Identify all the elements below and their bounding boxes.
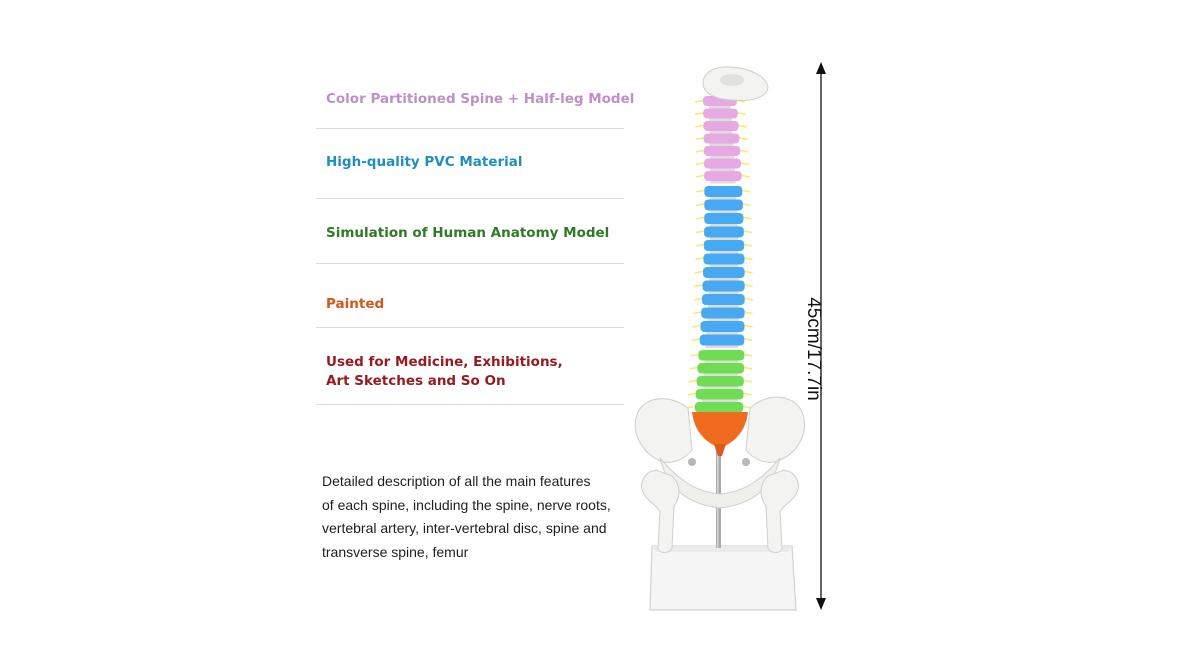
feature-uses-line-1: Used for Medicine, Exhibitions,: [326, 354, 563, 370]
thoracic-vertebra: [703, 253, 745, 265]
intervertebral-disc: [709, 156, 735, 159]
thoracic-vertebra: [704, 186, 743, 197]
feature-spine-model: Color Partitioned Spine + Half-leg Model: [326, 91, 635, 107]
thoracic-vertebra: [704, 199, 743, 211]
intervertebral-disc: [710, 210, 737, 213]
intervertebral-disc: [709, 278, 739, 281]
intervertebral-disc: [708, 106, 731, 109]
intervertebral-disc: [709, 264, 739, 267]
intervertebral-disc: [708, 291, 739, 294]
screw: [742, 458, 750, 466]
cervical-vertebra: [704, 171, 742, 181]
thoracic-vertebra: [699, 334, 745, 346]
skull-hole: [720, 74, 744, 86]
femur-right: [760, 469, 799, 553]
feature-uses-line-2: Art Sketches and So On: [326, 373, 506, 389]
dimension-label: 45cm/17.7in: [803, 297, 824, 401]
pelvic-ring: [659, 457, 781, 509]
lumbar-vertebra: [695, 389, 744, 400]
femur-left: [641, 469, 680, 553]
lumbar-vertebra: [697, 363, 745, 374]
lumbar-vertebra: [696, 376, 744, 387]
intervertebral-disc: [701, 399, 738, 402]
intervertebral-disc: [709, 251, 739, 254]
divider: [316, 404, 624, 405]
intervertebral-disc: [707, 318, 739, 321]
lumbar-vertebra: [694, 402, 744, 413]
intervertebral-disc: [709, 118, 732, 121]
coccyx: [714, 444, 726, 456]
intervertebral-disc: [709, 143, 734, 146]
intervertebral-disc: [710, 237, 738, 240]
screw: [688, 458, 696, 466]
intervertebral-disc: [710, 224, 738, 227]
thoracic-vertebra: [703, 240, 745, 251]
pelvis-right-wing: [745, 396, 806, 463]
arrow-head-bottom: [816, 598, 826, 610]
thoracic-vertebra: [704, 213, 744, 224]
intervertebral-disc: [709, 168, 735, 171]
cervical-vertebra: [703, 133, 740, 144]
intervertebral-disc: [704, 360, 739, 363]
lumbar-vertebra: [698, 350, 745, 361]
thoracic-vertebra: [700, 321, 745, 332]
cervical-vertebra: [703, 158, 741, 169]
pelvis-left-wing: [634, 398, 693, 463]
description-line: transverse spine, femur: [322, 543, 469, 560]
description-line: vertebral artery, inter-vertebral disc, …: [322, 520, 607, 536]
metal-rod-highlight: [717, 428, 719, 548]
divider: [316, 128, 624, 129]
cervical-vertebra: [703, 108, 738, 119]
vertebrae-column: [686, 96, 753, 415]
description-line: of each spine, including the spine, nerv…: [322, 496, 611, 513]
stand-base-top: [652, 546, 792, 552]
intervertebral-disc: [705, 345, 739, 348]
sacrum: [692, 412, 748, 448]
cervical-vertebra: [703, 146, 741, 156]
thoracic-vertebra: [701, 307, 745, 319]
description-line: Detailed description of all the main fea…: [322, 473, 591, 489]
spine-model-image: [634, 66, 806, 611]
thoracic-vertebra: [703, 267, 745, 278]
intervertebral-disc: [707, 305, 739, 308]
cervical-vertebra: [703, 121, 739, 131]
stand-base: [649, 545, 797, 611]
dimension-arrow: [816, 62, 826, 610]
intervertebral-disc: [710, 197, 737, 200]
thoracic-vertebra: [704, 226, 744, 238]
intervertebral-disc: [702, 386, 738, 389]
intervertebral-disc: [710, 181, 736, 184]
intervertebral-disc: [709, 131, 733, 134]
divider: [316, 198, 624, 199]
intervertebral-disc: [703, 373, 739, 376]
thoracic-vertebra: [702, 280, 745, 292]
description-paragraph: Detailed description of all the main fea…: [322, 470, 642, 564]
arrow-head-top: [816, 62, 826, 74]
intervertebral-disc: [706, 332, 739, 335]
feature-painted: Painted: [326, 296, 385, 312]
divider: [316, 263, 624, 264]
divider: [316, 327, 624, 328]
thoracic-vertebra: [701, 294, 745, 305]
feature-anatomy-simulation: Simulation of Human Anatomy Model: [326, 225, 610, 241]
feature-pvc-material: High-quality PVC Material: [326, 154, 523, 170]
